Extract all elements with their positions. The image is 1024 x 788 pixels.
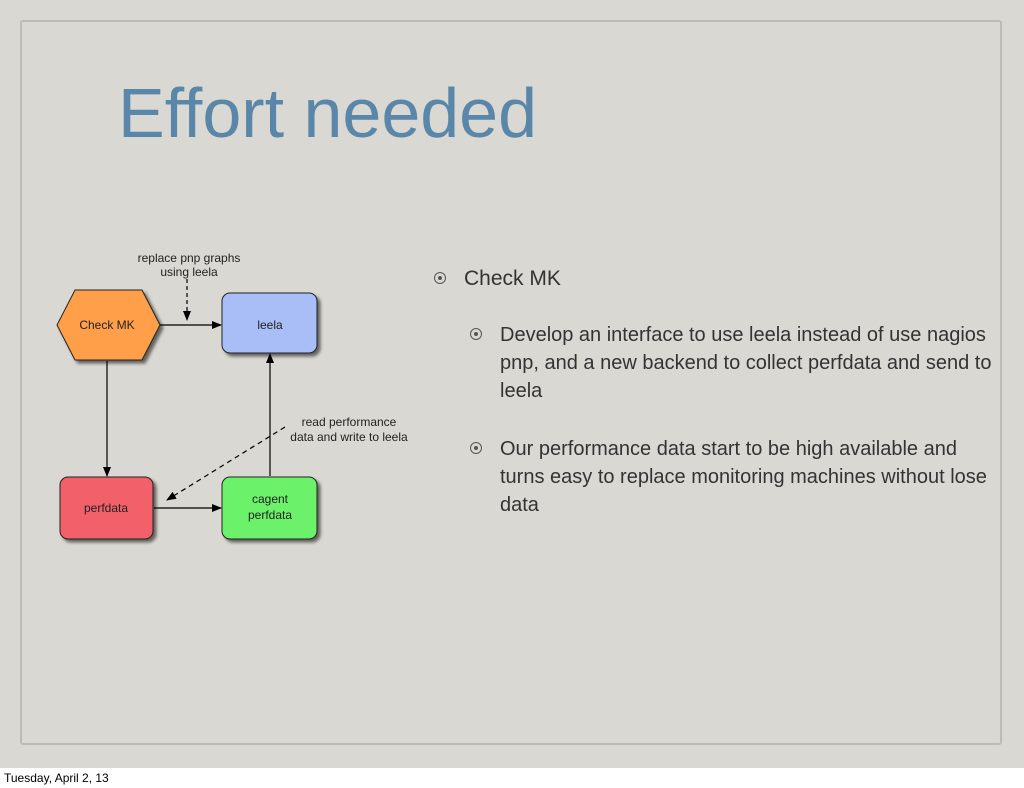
node-cagent — [221, 476, 318, 540]
bullet-item-check-mk: Check MK — [430, 265, 1010, 293]
bullet-text: Our performance data start to be high av… — [500, 438, 987, 516]
node-checkmk-label: Check MK — [79, 318, 134, 332]
flow-diagram: Check MK leela perfdata cagent perfdata … — [56, 251, 408, 540]
node-checkmk — [56, 289, 161, 361]
bullet-ring-icon — [470, 442, 482, 454]
slide-frame — [20, 20, 1002, 745]
bullet-text: Develop an interface to use leela instea… — [500, 324, 992, 402]
note-replace-line-1: replace pnp graphs — [138, 251, 241, 265]
node-cagent-label-2: perfdata — [248, 508, 292, 522]
bullet-ring-icon — [434, 272, 446, 284]
footer-date: Tuesday, April 2, 13 — [4, 771, 109, 785]
bullet-item-develop-interface: Develop an interface to use leela instea… — [430, 321, 1000, 405]
bullet-item-performance-data: Our performance data start to be high av… — [430, 435, 1000, 519]
note-read-line-2: data and write to leela — [290, 430, 408, 444]
note-replace-line-2: using leela — [160, 265, 218, 279]
bullet-list: Check MK Develop an interface to use lee… — [430, 265, 1010, 519]
node-perfdata — [59, 476, 154, 540]
slide-title: Effort needed — [118, 74, 538, 152]
note-read-line-1: read performance — [302, 415, 397, 429]
bullet-text: Check MK — [464, 267, 561, 290]
node-leela-label: leela — [257, 318, 283, 332]
bullet-ring-icon — [470, 328, 482, 340]
node-cagent-label-1: cagent — [252, 492, 289, 506]
slide: Effort needed Check MK leela perfdata ca… — [0, 0, 1024, 768]
node-perfdata-label: perfdata — [84, 501, 128, 515]
